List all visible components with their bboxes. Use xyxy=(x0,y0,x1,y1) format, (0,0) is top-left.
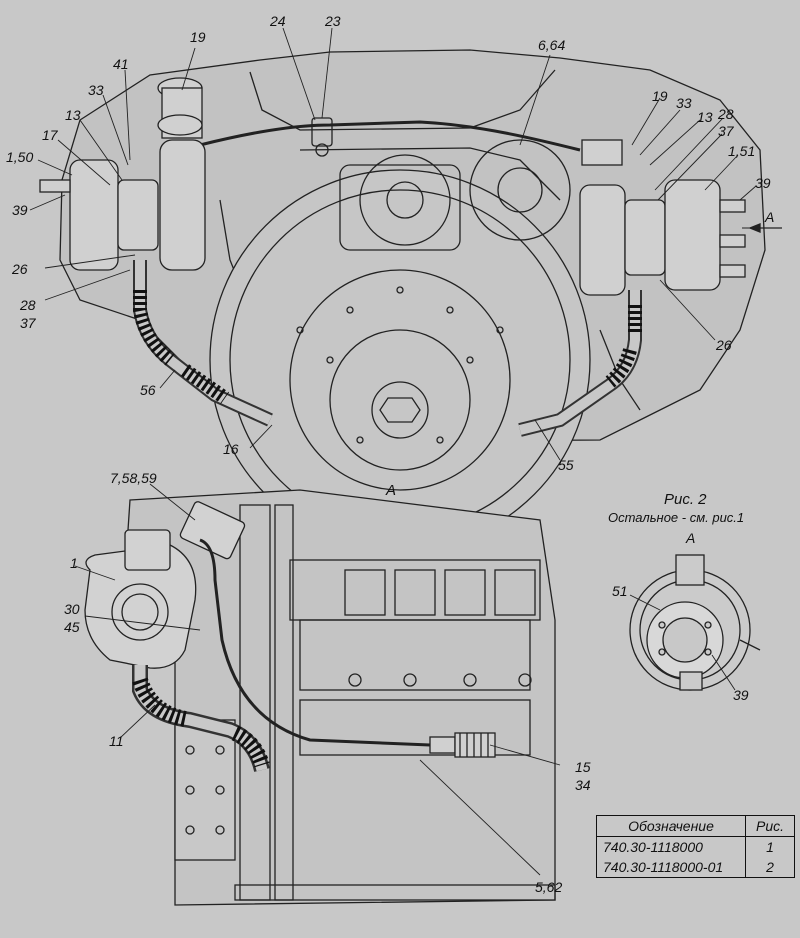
callout-1: 1 xyxy=(70,555,78,571)
left-turbocharger xyxy=(39,77,206,271)
base-rail xyxy=(234,884,556,901)
leader-lines xyxy=(29,27,760,876)
callout-30: 30 xyxy=(64,601,80,617)
callout-7-58-59: 7,58,59 xyxy=(110,470,157,486)
callout-45: 45 xyxy=(64,619,80,635)
cell-designation: 740.30-1118000-01 xyxy=(596,857,746,878)
table-header-row: Обозначение Рис. xyxy=(596,815,795,837)
fig2-subtitle: Остальное - см. рис.1 xyxy=(608,510,745,525)
callout-51: 51 xyxy=(612,583,628,599)
designation-table: Обозначение Рис. 740.30-1118000 1 740.30… xyxy=(596,815,795,878)
callout-16: 16 xyxy=(223,441,239,457)
callout-19-right: 19 xyxy=(652,88,668,104)
right-turbocharger xyxy=(579,139,746,296)
flywheel-bolts xyxy=(296,286,504,444)
callout-55: 55 xyxy=(558,457,574,473)
fig2-title: Рис. 2 xyxy=(664,491,707,508)
callout-56: 56 xyxy=(140,382,156,398)
fig2-view-label: A xyxy=(686,530,696,546)
callout-5-62: 5,62 xyxy=(535,879,563,895)
right-drain-hose xyxy=(518,290,642,437)
callout-33-right: 33 xyxy=(676,95,692,111)
callout-19-left: 19 xyxy=(190,29,206,45)
callout-39-fig2: 39 xyxy=(733,687,749,703)
callout-1-51: 1,51 xyxy=(728,143,756,159)
callout-28-left: 28 xyxy=(20,297,36,313)
side-plate xyxy=(174,719,236,861)
callout-23: 23 xyxy=(325,13,341,29)
table-row: 740.30-1118000 1 xyxy=(596,836,795,857)
header-figure: Рис. xyxy=(745,815,795,837)
cell-figure: 1 xyxy=(745,836,795,857)
cell-designation: 740.30-1118000 xyxy=(596,836,746,857)
center-gear-cover xyxy=(339,139,571,251)
callout-17: 17 xyxy=(42,127,58,143)
bottom-oil-pipe xyxy=(199,538,431,747)
table-row: 740.30-1118000-01 2 xyxy=(596,857,795,878)
callout-34: 34 xyxy=(575,777,591,793)
cell-figure: 2 xyxy=(745,857,795,878)
pipe-fitting xyxy=(429,732,496,758)
view-arrow xyxy=(748,223,782,233)
callout-37-left: 37 xyxy=(20,315,36,331)
callout-15: 15 xyxy=(575,759,591,775)
bottom-drain-hose xyxy=(132,665,270,773)
callout-view-a-arrow: A xyxy=(765,209,775,225)
callout-28-right: 28 xyxy=(718,106,734,122)
bottom-turbocharger xyxy=(84,501,246,669)
callout-41: 41 xyxy=(113,56,129,72)
header-designation: Обозначение xyxy=(596,815,746,837)
callout-26-right: 26 xyxy=(716,337,732,353)
callout-1-50: 1,50 xyxy=(6,149,34,165)
flywheel-housing xyxy=(209,169,591,551)
callout-11: 11 xyxy=(109,733,124,749)
callout-37-right: 37 xyxy=(718,123,734,139)
oil-supply-pipe xyxy=(199,120,581,152)
callout-39-right: 39 xyxy=(755,175,771,191)
callout-33-left: 33 xyxy=(88,82,104,98)
cylinder-head-row xyxy=(289,559,541,756)
view-a-title: A xyxy=(386,482,397,499)
callout-24: 24 xyxy=(270,13,286,29)
callout-13-left: 13 xyxy=(65,107,81,123)
callout-26-left: 26 xyxy=(12,261,28,277)
callout-39-left: 39 xyxy=(12,202,28,218)
left-drain-hose xyxy=(133,260,273,427)
callout-13-right: 13 xyxy=(697,109,713,125)
fig2-flange xyxy=(629,554,761,691)
callout-6-64: 6,64 xyxy=(538,37,566,53)
